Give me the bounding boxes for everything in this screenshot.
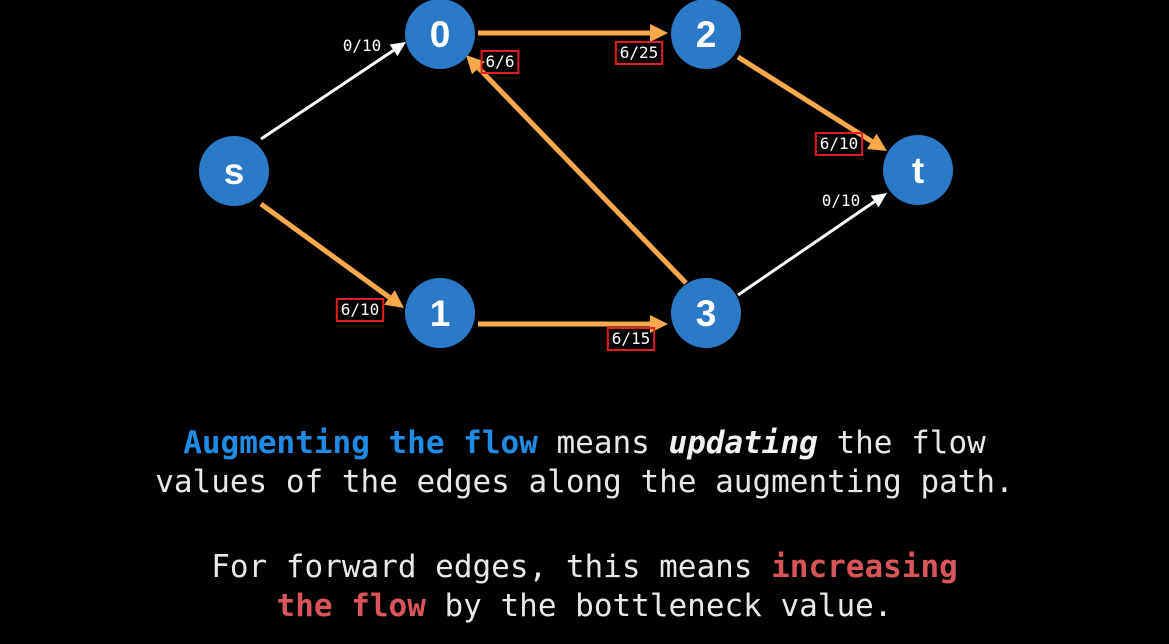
node-0 <box>405 0 475 69</box>
edge-label-s-0: 0/10 <box>343 36 382 55</box>
node-label-s: s <box>224 151 245 192</box>
caption-text: For forward edges, this means <box>211 549 772 585</box>
edge-label-3-t: 0/10 <box>822 191 861 210</box>
caption-the-flow-term: the flow <box>276 588 426 624</box>
edge-s-0 <box>260 49 395 141</box>
edge-s-1 <box>259 201 391 300</box>
edge-label-highlight-box-1-3 <box>606 327 656 351</box>
caption-augmenting: Augmenting the flow means updating the f… <box>0 424 1169 502</box>
caption-text: means <box>537 425 669 461</box>
edge-label-2-t: 6/10 <box>820 134 859 153</box>
node-label-t: t <box>912 150 924 191</box>
edge-label-1-3: 6/15 <box>612 329 651 348</box>
caption-text: by the bottleneck value. <box>425 588 893 624</box>
edge-arrowhead-3-t <box>870 193 887 208</box>
edge-label-0-2: 6/25 <box>620 43 659 62</box>
edge-arrowhead-1-3 <box>650 315 668 333</box>
flow-network-diagram: s 0 1 2 3 t 0/10 6/10 6/25 6/6 6/15 6/10 0/10 <box>199 0 953 351</box>
nodes-layer: s 0 1 2 3 t <box>199 0 953 348</box>
edge-arrowhead-0-2 <box>650 24 668 42</box>
edge-label-3-0: 6/6 <box>486 52 515 71</box>
edge-arrowhead-3-0 <box>466 55 485 75</box>
edge-arrowhead-s-0 <box>389 42 406 57</box>
caption-increasing-term: increasing <box>771 549 958 585</box>
node-s <box>199 136 269 206</box>
edge-label-highlight-box-2-t <box>814 132 864 156</box>
edge-label-highlight-box-s-1 <box>335 298 385 322</box>
edge-arrowhead-2-t <box>866 133 887 151</box>
node-label-3: 3 <box>696 293 717 334</box>
caption-emphasis: updating <box>668 425 818 461</box>
caption-augmenting-term: Augmenting the flow <box>183 425 538 461</box>
caption-forward-edges: For forward edges, this means increasing… <box>0 548 1169 626</box>
node-t <box>883 135 953 205</box>
caption-text: the flow <box>817 425 986 461</box>
edge-3-t <box>737 200 876 297</box>
node-1 <box>405 278 475 348</box>
edge-arrowhead-s-1 <box>384 290 404 308</box>
node-2 <box>671 0 741 69</box>
node-label-1: 1 <box>430 293 451 334</box>
node-3 <box>671 278 741 348</box>
edge-label-highlight-box-0-2 <box>614 41 664 65</box>
edges-layer <box>259 24 887 333</box>
edge-3-0 <box>476 66 688 285</box>
node-label-2: 2 <box>696 14 717 55</box>
edge-label-highlight-box-3-0 <box>480 50 520 74</box>
node-label-0: 0 <box>430 14 451 55</box>
edge-2-t <box>736 54 874 144</box>
caption-text: values of the edges along the augmenting… <box>155 464 1014 500</box>
edge-labels-layer: 0/10 6/10 6/25 6/6 6/15 6/10 0/10 <box>335 36 864 351</box>
edge-label-s-1: 6/10 <box>341 300 380 319</box>
